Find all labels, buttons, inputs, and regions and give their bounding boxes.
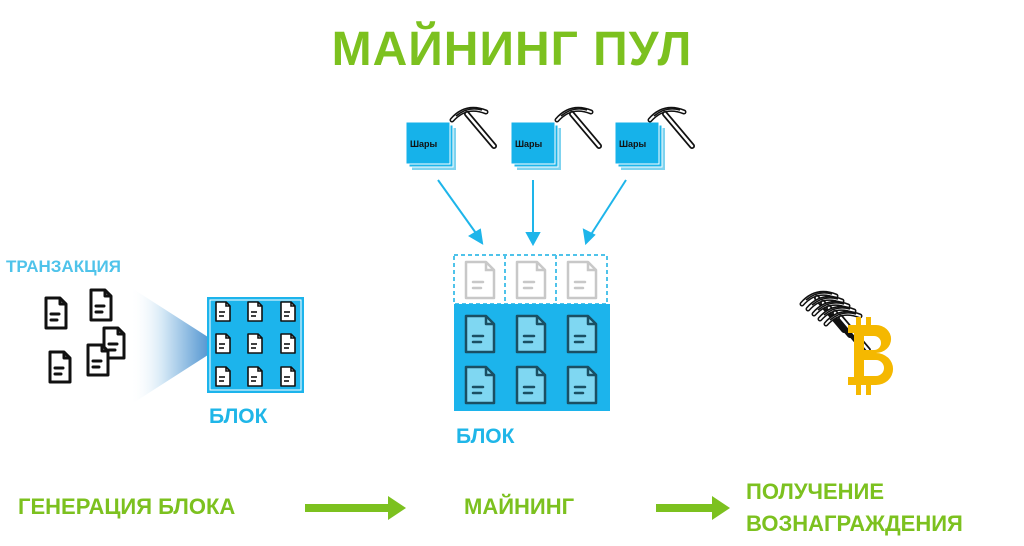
process-arrow-1: [305, 496, 406, 520]
pickaxe-icon: [452, 109, 494, 146]
document-icon: [86, 343, 110, 377]
transaction-triangle: [130, 287, 222, 405]
step-generation: ГЕНЕРАЦИЯ БЛОКА: [18, 494, 236, 519]
document-icon: [280, 333, 296, 354]
document-icon: [280, 366, 296, 387]
document-icon: [215, 301, 231, 322]
document-icon: [566, 365, 598, 405]
share-label-1: Шары: [410, 139, 438, 149]
transaction-label: ТРАНЗАКЦИЯ: [6, 257, 121, 276]
share-group-3: [614, 109, 692, 170]
block-label-center: БЛОК: [456, 425, 515, 448]
step-mining: МАЙНИНГ: [464, 494, 575, 519]
document-icon: [515, 260, 547, 300]
share-group-2: [510, 109, 599, 170]
document-icon: [215, 333, 231, 354]
share-label-2: Шары: [515, 139, 543, 149]
document-icon: [215, 366, 231, 387]
document-icon: [48, 350, 72, 384]
transaction-documents: [44, 288, 126, 384]
document-icon: [247, 366, 263, 387]
document-icon: [247, 333, 263, 354]
document-icon: [464, 314, 496, 354]
share-arrows: [437, 179, 627, 247]
document-icon: [89, 288, 113, 322]
bitcoin-icon: [848, 317, 894, 395]
block-left: [207, 297, 304, 393]
step-reward-line2: ВОЗНАГРАЖДЕНИЯ: [746, 511, 963, 536]
share-group-1: [405, 109, 494, 170]
document-icon: [566, 314, 598, 354]
process-arrow-2: [656, 496, 730, 520]
share-label-3: Шары: [619, 139, 647, 149]
document-icon: [515, 365, 547, 405]
document-icon: [464, 365, 496, 405]
page-title: МАЙНИНГ ПУЛ: [331, 23, 693, 76]
block-center: [453, 254, 610, 411]
step-reward-line1: ПОЛУЧЕНИЕ: [746, 479, 885, 504]
document-icon: [464, 260, 496, 300]
document-icon: [44, 296, 68, 330]
document-icon: [515, 314, 547, 354]
document-icon: [247, 301, 263, 322]
pickaxe-icon: [557, 109, 599, 146]
block-label-left: БЛОК: [209, 405, 268, 428]
document-icon: [566, 260, 598, 300]
document-icon: [280, 301, 296, 322]
